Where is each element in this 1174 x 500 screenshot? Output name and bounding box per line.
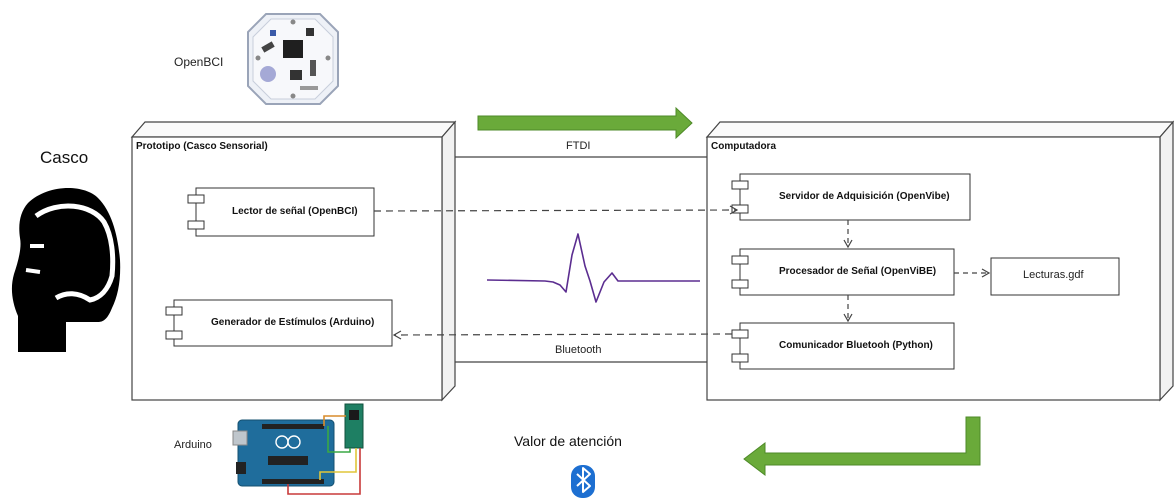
comunicador-to-generador-arrow	[392, 330, 733, 340]
ftdi-label: FTDI	[566, 140, 591, 152]
valor-atencion-label: Valor de atención	[514, 433, 622, 449]
lector-to-servidor-arrow	[373, 205, 739, 215]
comunicador-component	[731, 322, 955, 370]
lecturas-label: Lecturas.gdf	[1023, 269, 1084, 281]
bluetooth-label: Bluetooth	[555, 344, 602, 356]
servidor-component	[731, 173, 971, 221]
openbci-board-icon	[247, 13, 339, 105]
head-silhouette-icon	[11, 188, 121, 352]
bluetooth-icon	[571, 465, 595, 498]
prototipo-title: Prototipo (Casco Sensorial)	[136, 141, 268, 152]
prototipo-node	[130, 120, 457, 402]
lector-component	[187, 187, 375, 237]
green-arrow-return	[743, 416, 981, 477]
casco-label: Casco	[40, 148, 89, 167]
generador-component	[165, 299, 393, 347]
generador-label: Generador de Estímulos (Arduino)	[211, 317, 375, 328]
arduino-board-icon	[232, 403, 364, 495]
servidor-label: Servidor de Adquisición (OpenVibe)	[779, 191, 950, 202]
arduino-label: Arduino	[174, 439, 212, 451]
lecturas-artifact	[990, 257, 1120, 296]
computadora-title: Computadora	[711, 141, 776, 152]
openbci-label: OpenBCI	[174, 55, 224, 69]
eeg-signal-icon	[486, 233, 700, 303]
green-arrow-right	[477, 106, 693, 140]
procesador-component	[731, 248, 955, 296]
comunicador-label: Comunicador Bluetooh (Python)	[779, 340, 933, 351]
lector-label: Lector de señal (OpenBCI)	[232, 206, 358, 217]
procesador-label: Procesador de Señal (OpenViBE)	[779, 266, 937, 277]
